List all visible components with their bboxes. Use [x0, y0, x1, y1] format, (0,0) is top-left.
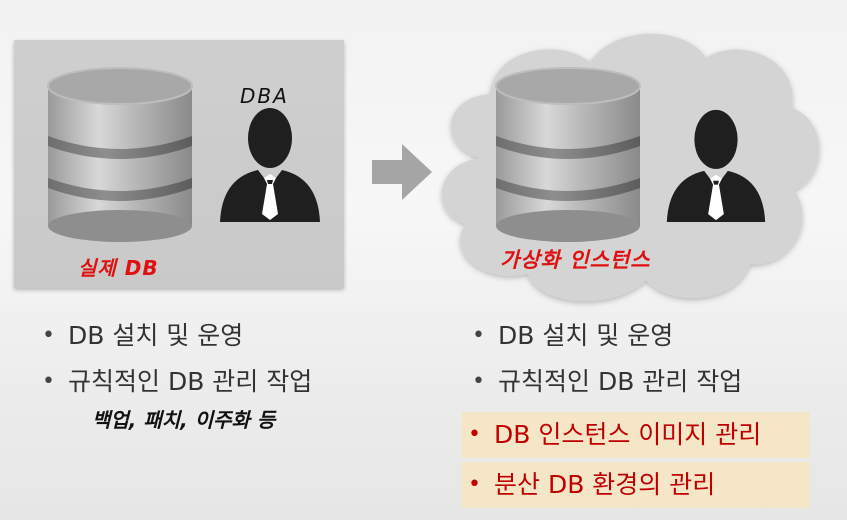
database-icon [47, 67, 193, 242]
arrow-right-icon [372, 144, 432, 200]
list-item: •규칙적인 DB 관리 작업 [42, 367, 313, 396]
right-bullet-list: •DB 설치 및 운영 •규칙적인 DB 관리 작업 [466, 313, 742, 405]
left-bullet-list: •DB 설치 및 운영 •규칙적인 DB 관리 작업 [36, 313, 312, 405]
dba-label: DBA [240, 84, 289, 108]
person-icon [666, 109, 766, 223]
physical-db-label: 실제 DB [78, 256, 159, 280]
list-item-highlighted: •분산 DB 환경의 관리 [462, 462, 810, 508]
virtual-instance-label: 가상화 인스턴스 [500, 248, 651, 272]
handwritten-note: 백업, 패치, 이주화 등 [92, 408, 276, 432]
list-item: •DB 설치 및 운영 [42, 321, 244, 350]
database-icon [495, 67, 641, 242]
list-item: •DB 설치 및 운영 [472, 321, 674, 350]
person-icon [220, 108, 320, 222]
highlighted-bullet-list: •DB 인스턴스 이미지 관리 •분산 DB 환경의 관리 [462, 412, 810, 508]
list-item: •규칙적인 DB 관리 작업 [472, 367, 743, 396]
list-item-highlighted: •DB 인스턴스 이미지 관리 [462, 412, 810, 458]
